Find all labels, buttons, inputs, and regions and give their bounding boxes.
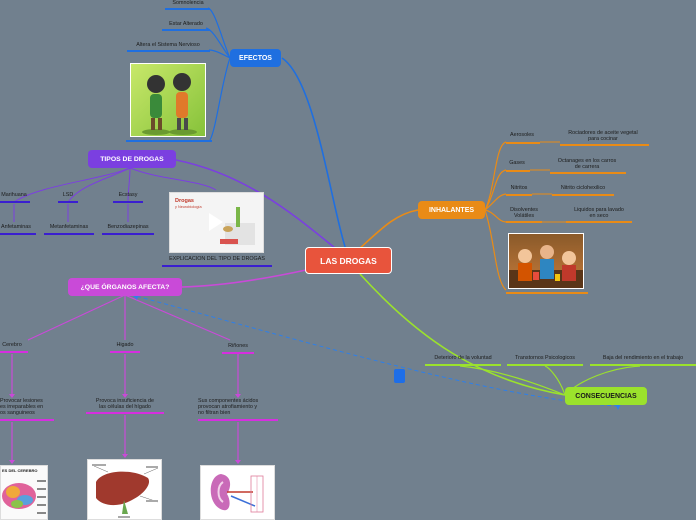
efecto-item-underline — [127, 50, 210, 52]
inhalantes-topic[interactable]: INHALANTES — [418, 201, 485, 219]
tipo-underline — [102, 233, 154, 235]
inhalante-nitritos[interactable]: Nitritos — [510, 185, 528, 191]
efecto-image-underline — [126, 140, 212, 142]
organo-underline — [0, 351, 28, 353]
video-title: Drogas — [175, 198, 194, 204]
inhalante-underline — [506, 221, 542, 223]
play-icon[interactable] — [209, 213, 223, 231]
inhalante-disolventes-detalle[interactable]: Liquidos para lavado en seco — [574, 207, 624, 220]
organo-detalle-underline — [86, 412, 164, 414]
efecto-item-underline — [162, 29, 210, 31]
tipo-underline — [0, 233, 36, 235]
tipo-lsd[interactable]: LSD — [62, 192, 74, 198]
organo-cerebro[interactable]: Cerebro — [2, 342, 22, 348]
brain-diagram-icon[interactable]: ES DEL CEREBRO — [0, 465, 48, 520]
tipo-ecstasy[interactable]: Ecstasy — [118, 192, 138, 198]
efecto-item-estar-alterado[interactable]: Estar Alterado — [169, 21, 203, 27]
relation-handle[interactable] — [394, 369, 405, 383]
tipos-topic[interactable]: TIPOS DE DROGAS — [88, 150, 176, 168]
liver-diagram-icon[interactable] — [87, 459, 162, 520]
organo-detalle-higado[interactable]: Provoca insuficiencia de las células del… — [95, 398, 155, 411]
efectos-topic[interactable]: EFECTOS — [230, 49, 281, 67]
consecuencia-underline — [590, 364, 696, 366]
video-caption-underline — [162, 265, 272, 267]
video-subtitle: y Neurobiología — [175, 205, 202, 209]
tipo-underline — [44, 233, 94, 235]
inhalante-detalle-underline — [566, 221, 632, 223]
people-inhaling-icon[interactable] — [508, 233, 584, 289]
efecto-item-underline — [165, 8, 210, 10]
consecuencia-psicologicos[interactable]: Transtornos Psicologicos — [514, 355, 576, 361]
central-topic-label: LAS DROGAS — [320, 255, 377, 266]
consecuencia-underline — [425, 364, 501, 366]
tipo-anfetaminas[interactable]: Anfetaminas — [1, 224, 31, 230]
tipo-underline — [113, 201, 143, 203]
inhalante-image-underline — [506, 292, 588, 294]
organo-underline — [110, 351, 140, 353]
organos-topic[interactable]: ¿QUE ÓRGANOS AFECTA? — [68, 278, 182, 296]
inhalante-aerosoles-detalle[interactable]: Rociadores de aceite vegetal para cocina… — [568, 130, 638, 143]
organos-label: ¿QUE ÓRGANOS AFECTA? — [80, 283, 170, 291]
inhalante-underline — [506, 170, 530, 172]
tipo-metanfetaminas[interactable]: Metanfetaminas — [49, 224, 89, 230]
inhalantes-label: INHALANTES — [428, 206, 475, 214]
inhalante-detalle-underline — [552, 194, 614, 196]
organo-detalle-underline — [198, 419, 278, 421]
video-caption: EXPLICACION DEL TIPO DE DROGAS — [169, 256, 265, 262]
organo-rinones[interactable]: Riñones — [228, 343, 248, 349]
efectos-label: EFECTOS — [239, 54, 272, 62]
inhalante-underline — [506, 194, 532, 196]
organo-detalle-cerebro[interactable]: Provocar lesiones es irreparables en os … — [0, 398, 44, 417]
organo-detalle-rinones[interactable]: Sus componentes ácidos provocan atrofiam… — [198, 398, 259, 417]
inhalante-aerosoles[interactable]: Aerosoles — [510, 132, 534, 138]
central-topic[interactable]: LAS DROGAS — [305, 247, 392, 274]
consecuencia-voluntad[interactable]: Deterioro de la voluntad — [434, 355, 492, 361]
consecuencia-rendimiento[interactable]: Baja del rendimiento en el trabajo — [602, 355, 684, 361]
inhalante-disolventes[interactable]: Disolventes Volátiles — [510, 207, 538, 220]
inhalante-detalle-underline — [550, 172, 626, 174]
consecuencias-label: CONSECUENCIAS — [575, 392, 637, 400]
brain-diagram-title: ES DEL CEREBRO — [2, 468, 38, 473]
efecto-item-sistema-nervioso[interactable]: Altera el Sistema Nervioso — [136, 42, 200, 48]
inhalante-detalle-underline — [560, 144, 649, 146]
video-thumbnail[interactable]: Drogas y Neurobiología — [169, 192, 264, 253]
organo-underline — [222, 352, 254, 354]
tipo-underline — [0, 201, 30, 203]
efecto-item-somnolencia[interactable]: Somnolencia — [172, 0, 204, 6]
tipo-marihuana[interactable]: Marihuana — [1, 192, 27, 198]
tipo-benzodiazepinas[interactable]: Benzodiazepinas — [107, 224, 149, 230]
organo-higado[interactable]: Higado — [116, 342, 134, 348]
inhalante-gases-detalle[interactable]: Octanages en los carros de carrera — [557, 158, 617, 171]
consecuencia-underline — [507, 364, 583, 366]
inhalante-underline — [506, 142, 540, 144]
inhalante-nitritos-detalle[interactable]: Nitrito ciclohexilico — [560, 185, 606, 191]
tipos-label: TIPOS DE DROGAS — [100, 155, 164, 163]
tipo-underline — [58, 201, 78, 203]
consecuencias-topic[interactable]: CONSECUENCIAS — [565, 387, 647, 405]
cartoon-characters-icon[interactable] — [130, 63, 206, 137]
kidney-diagram-icon[interactable] — [200, 465, 275, 520]
inhalante-gases[interactable]: Gases — [509, 160, 525, 166]
organo-detalle-underline — [0, 419, 54, 421]
